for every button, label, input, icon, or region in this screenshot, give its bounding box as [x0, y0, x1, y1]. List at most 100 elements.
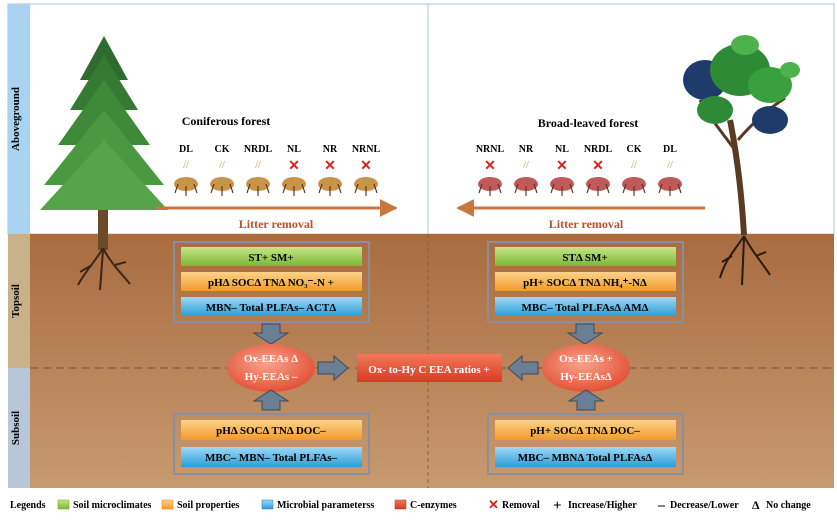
left-treatment-nrnl: NRNL	[352, 144, 381, 155]
left-soil-property-bar	[181, 272, 362, 291]
right-treatment-nrdl: NRDL	[584, 144, 613, 155]
left-subsoil-row2: MBC– MBN– Total PLFAs–	[205, 452, 338, 464]
legend-label-decrease: Decrease/Lower	[670, 500, 739, 511]
left-soil-mound-icon	[174, 177, 198, 191]
subsoil-label: Subsoil	[10, 411, 22, 445]
left-forest-title: Coniferous forest	[182, 114, 271, 128]
left-roots-icon	[318, 183, 342, 196]
left-treatment-row: DL//CK//NRDL//NL✕NR✕NRNL✕	[174, 144, 380, 196]
ox-hy-ratio-label: Ox- to-Hy C EEA ratios +	[368, 364, 489, 376]
right-roots-icon	[586, 183, 610, 196]
left-hy-eeas: Hy-EEAs –	[245, 371, 298, 383]
legend-label-properties: Soil properties	[177, 500, 239, 511]
right-soil-mound-icon	[622, 177, 646, 191]
ox-hy-ratio-box	[357, 354, 502, 382]
subsoil-bar	[8, 368, 30, 488]
left-treatment-dl: DL	[179, 144, 193, 155]
right-soil-mound-icon	[550, 177, 574, 191]
broadleaf-tree-icon	[683, 35, 800, 286]
right-enzyme-ellipse: Ox-EEAs + Hy-EEAsΔ	[542, 344, 630, 392]
left-treatment-nrdl: NRDL	[244, 144, 273, 155]
right-roots-icon	[622, 183, 646, 196]
right-to-center-arrow	[507, 354, 539, 382]
legend-label-increase: Increase/Higher	[568, 500, 637, 511]
left-subsoil-panel: pHΔ SOCΔ TNΔ DOC– MBC– MBN– Total PLFAs–	[173, 413, 370, 475]
right-up-arrow	[567, 389, 605, 411]
right-soil-mound-icon	[586, 177, 610, 191]
topsoil-label: Topsoil	[10, 284, 22, 318]
right-subsoil-property-bar	[495, 420, 676, 440]
left-subsoil-property-bar	[181, 420, 362, 440]
left-subsoil-microbial-bar	[181, 447, 362, 467]
right-topsoil-panel: STΔ SM+ pH+ SOCΔ TNΔ NH₄⁺-NΔ MBC– Total …	[487, 241, 684, 323]
left-up-arrow	[252, 389, 290, 411]
right-roots-icon	[478, 183, 502, 196]
legend-label-nochange: No change	[766, 500, 811, 511]
right-treatment-ck: CK	[627, 144, 642, 155]
right-soil-mound-icon	[478, 177, 502, 191]
left-treatment-nr: NR	[323, 144, 338, 155]
left-down-arrow	[252, 323, 290, 345]
litter-icon: //	[183, 160, 189, 171]
removal-icon: ✕	[488, 497, 499, 512]
left-soil-mound-icon	[354, 177, 378, 191]
litter-icon: //	[631, 160, 637, 171]
left-enzyme-ellipse: Ox-EEAs Δ Hy-EEAs –	[227, 344, 315, 392]
right-topsoil-row1: STΔ SM+	[562, 252, 607, 264]
legend-swatch-microclimate	[57, 499, 70, 510]
left-soil-mound-icon	[246, 177, 270, 191]
litter-icon: //	[255, 160, 261, 171]
aboveground-bar	[8, 4, 30, 234]
left-topsoil-row1: ST+ SM+	[248, 252, 293, 264]
left-soil-microclimate-bar	[181, 247, 362, 266]
left-topsoil-row2: pHΔ SOCΔ TNΔ NO₃⁻-N +	[208, 277, 334, 289]
left-microbial-bar	[181, 297, 362, 316]
legend-label-microclimate: Soil microclimates	[73, 500, 152, 511]
right-soil-property-bar	[495, 272, 676, 291]
legend-swatch-enzymes	[394, 499, 407, 510]
legend-label-removal: Removal	[502, 500, 540, 511]
coniferous-tree-icon	[40, 36, 168, 291]
right-subsoil-row1: pH+ SOCΔ TNΔ DOC–	[530, 425, 640, 437]
decrease-icon: –	[657, 498, 666, 513]
left-roots-icon	[210, 183, 234, 196]
left-soil-mound-icon	[210, 177, 234, 191]
right-roots-icon	[658, 183, 682, 196]
right-soil-microclimate-bar	[495, 247, 676, 266]
right-treatment-nl: NL	[555, 144, 569, 155]
aboveground-label: Aboveground	[10, 87, 22, 151]
left-topsoil-row3: MBN– Total PLFAs– ACTΔ	[206, 302, 337, 314]
right-ox-eeas: Ox-EEAs +	[559, 353, 613, 365]
left-soil-mound-icon	[282, 177, 306, 191]
right-treatment-dl: DL	[663, 144, 677, 155]
right-roots-icon	[514, 183, 538, 196]
right-topsoil-row2: pH+ SOCΔ TNΔ NH₄⁺-NΔ	[523, 277, 647, 289]
right-subsoil-row2: MBC– MBNΔ Total PLFAsΔ	[518, 452, 653, 464]
right-treatment-nrnl: NRNL	[476, 144, 505, 155]
litter-icon: //	[667, 160, 673, 171]
legend-label-microbial: Microbial parameterss	[277, 500, 374, 511]
left-treatment-nl: NL	[287, 144, 301, 155]
left-roots-icon	[354, 183, 378, 196]
right-roots-icon	[550, 183, 574, 196]
legend-swatch-properties	[161, 499, 174, 510]
removal-icon: ✕	[484, 159, 496, 174]
left-roots-icon	[246, 183, 270, 196]
removal-icon: ✕	[556, 159, 568, 174]
left-subsoil-row1: pHΔ SOCΔ TNΔ DOC–	[216, 425, 326, 437]
left-ox-eeas: Ox-EEAs Δ	[244, 353, 298, 365]
right-topsoil-row3: MBC– Total PLFAsΔ AMΔ	[522, 302, 649, 314]
left-litter-removal-label: Litter removal	[239, 217, 314, 231]
left-to-center-arrow	[317, 354, 349, 382]
legend-title: Legends	[10, 500, 46, 511]
removal-icon: ✕	[592, 159, 604, 174]
right-forest-title: Broad-leaved forest	[538, 116, 639, 130]
right-down-arrow	[566, 323, 604, 345]
no-change-icon: Δ	[752, 498, 760, 512]
removal-icon: ✕	[324, 159, 336, 174]
left-topsoil-panel: ST+ SM+ pHΔ SOCΔ TNΔ NO₃⁻-N + MBN– Total…	[173, 241, 370, 323]
right-litter-removal-label: Litter removal	[549, 217, 624, 231]
increase-icon: +	[553, 498, 562, 514]
legend-label-enzymes: C-enzymes	[410, 500, 457, 511]
